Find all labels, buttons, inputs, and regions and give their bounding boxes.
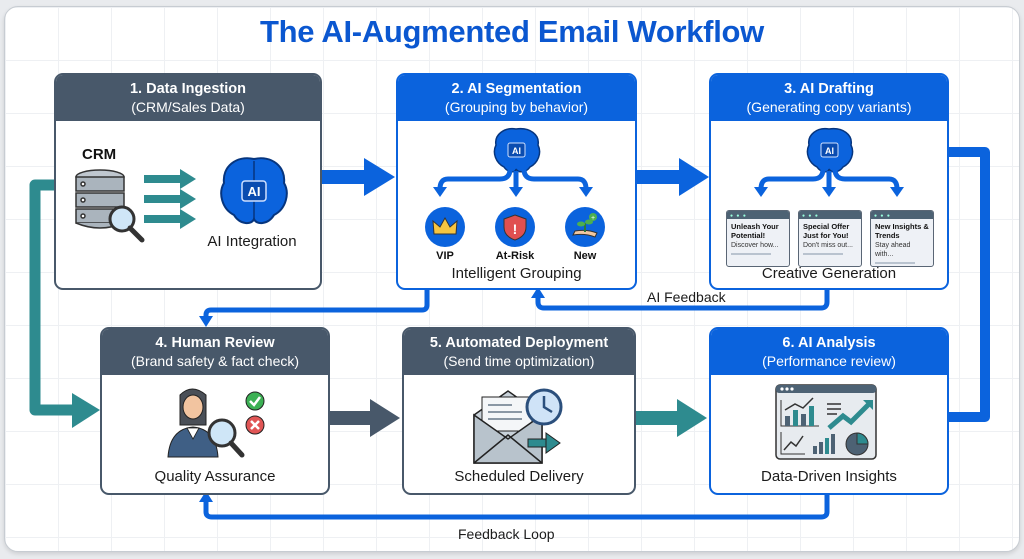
step-subtitle: (CRM/Sales Data) bbox=[131, 99, 245, 115]
approve-check-icon bbox=[245, 391, 265, 411]
step-subtitle: (Send time optimization) bbox=[443, 353, 595, 369]
step-header: 5. Automated Deployment (Send time optim… bbox=[404, 329, 634, 375]
step-header: 4. Human Review (Brand safety & fact che… bbox=[102, 329, 328, 375]
step-caption: Creative Generation bbox=[761, 265, 897, 282]
send-arrow-icon bbox=[527, 432, 561, 454]
step-caption: Data-Driven Insights bbox=[761, 468, 897, 485]
svg-text:AI: AI bbox=[248, 184, 261, 199]
step-title: 1. Data Ingestion bbox=[129, 81, 247, 97]
step-caption: Intelligent Grouping bbox=[451, 265, 582, 282]
email-variant-card: ● ● ● Special Offer Just for You! Don't … bbox=[798, 210, 862, 267]
crown-icon bbox=[425, 207, 465, 247]
feedback-loop-arrow bbox=[203, 491, 830, 520]
step-header: 6. AI Analysis (Performance review) bbox=[711, 329, 947, 375]
step-title: 4. Human Review bbox=[155, 335, 275, 351]
arrow-2-to-4-head bbox=[199, 316, 213, 327]
svg-text:AI: AI bbox=[512, 146, 521, 156]
svg-text:AI: AI bbox=[825, 146, 834, 156]
analytics-dashboard-icon bbox=[775, 384, 877, 460]
ai-feedback-label: AI Feedback bbox=[647, 289, 726, 305]
step-caption: Quality Assurance bbox=[154, 468, 276, 485]
ai-brain-icon: AI bbox=[493, 127, 541, 173]
step-title: 5. Automated Deployment bbox=[429, 335, 609, 351]
step-subtitle: (Grouping by behavior) bbox=[444, 99, 589, 115]
segment-label-at-risk: At-Risk bbox=[495, 250, 535, 262]
variant-headline: New Insights & Trends bbox=[875, 222, 929, 240]
step-card-automated-deployment: 5. Automated Deployment (Send time optim… bbox=[402, 327, 636, 495]
variant-body: Don't miss out... bbox=[803, 242, 853, 249]
ai-brain-icon: AI bbox=[806, 127, 854, 173]
diagram-title: The AI-Augmented Email Workflow bbox=[260, 14, 764, 49]
email-variant-card: ● ● ● New Insights & Trends Stay ahead w… bbox=[870, 210, 934, 267]
step-title: 6. AI Analysis bbox=[782, 335, 876, 351]
segment-label-vip: VIP bbox=[436, 250, 454, 262]
step-card-ai-segmentation: 2. AI Segmentation (Grouping by behavior… bbox=[396, 73, 637, 290]
email-variant-card: ● ● ● Unleash Your Potential! Discover h… bbox=[726, 210, 790, 267]
svg-text:!: ! bbox=[513, 221, 518, 237]
step-subtitle: (Generating copy variants) bbox=[746, 99, 912, 115]
clock-icon bbox=[525, 388, 563, 426]
step-card-ai-analysis: 6. AI Analysis (Performance review) Data… bbox=[709, 327, 949, 495]
magnifier-icon bbox=[207, 418, 245, 458]
variant-headline: Unleash Your Potential! bbox=[731, 222, 779, 240]
envelope-icon bbox=[473, 388, 563, 464]
variant-body: Discover how... bbox=[731, 242, 779, 249]
variant-headline: Special Offer Just for You! bbox=[803, 222, 850, 240]
step-subtitle: (Performance review) bbox=[762, 353, 896, 369]
arrow-1-to-2-head bbox=[364, 158, 395, 196]
step-header: 1. Data Ingestion (CRM/Sales Data) bbox=[56, 75, 320, 121]
arrow-1-to-2-shaft bbox=[318, 170, 368, 184]
step-caption: Scheduled Delivery bbox=[454, 468, 584, 485]
step-caption: AI Integration bbox=[207, 233, 297, 250]
ai-brain-icon: AI bbox=[220, 157, 288, 225]
step-title: 2. AI Segmentation bbox=[451, 81, 582, 97]
step-subtitle: (Brand safety & fact check) bbox=[130, 353, 300, 369]
magnifier-icon bbox=[108, 205, 145, 243]
arrow-5-to-6-shaft bbox=[632, 411, 682, 425]
arrow-2-to-3-head bbox=[679, 158, 709, 196]
step-card-ai-drafting: 3. AI Drafting (Generating copy variants… bbox=[709, 73, 949, 290]
bypass-arrowhead bbox=[72, 393, 100, 428]
ai-feedback-arrowhead bbox=[531, 287, 545, 298]
arrow-2-to-3-shaft bbox=[633, 170, 683, 184]
step-card-data-ingestion: 1. Data Ingestion (CRM/Sales Data) CRM A… bbox=[54, 73, 322, 290]
warning-shield-icon: ! bbox=[495, 207, 535, 247]
step-title: 3. AI Drafting bbox=[784, 81, 874, 97]
step-header: 2. AI Segmentation (Grouping by behavior… bbox=[398, 75, 635, 121]
variant-body: Stay ahead with... bbox=[875, 242, 911, 258]
arrow-4-to-5-shaft bbox=[325, 411, 375, 425]
drafting-graphic: AI bbox=[754, 127, 904, 197]
reviewer-icon bbox=[167, 388, 265, 458]
feedback-loop-label: Feedback Loop bbox=[458, 526, 555, 542]
sprout-hand-icon: + bbox=[565, 207, 605, 247]
ai-feedback-arrow bbox=[535, 287, 830, 311]
arrow-2-to-4 bbox=[203, 287, 430, 320]
step-card-human-review: 4. Human Review (Brand safety & fact che… bbox=[100, 327, 330, 495]
segmentation-graphic: AI bbox=[433, 127, 593, 197]
crm-label: CRM bbox=[82, 146, 117, 163]
arrow-5-to-6-head bbox=[677, 399, 707, 437]
segment-label-new: New bbox=[573, 250, 597, 262]
svg-text:+: + bbox=[591, 215, 595, 222]
feedback-loop-arrowhead bbox=[199, 491, 213, 502]
database-icon bbox=[75, 169, 145, 243]
bypass-arrow-1-to-4 bbox=[29, 179, 80, 416]
arrow-4-to-5-head bbox=[370, 399, 400, 437]
reject-x-icon bbox=[245, 415, 265, 435]
data-flow-arrows-icon bbox=[144, 169, 196, 229]
step-header: 3. AI Drafting (Generating copy variants… bbox=[711, 75, 947, 121]
